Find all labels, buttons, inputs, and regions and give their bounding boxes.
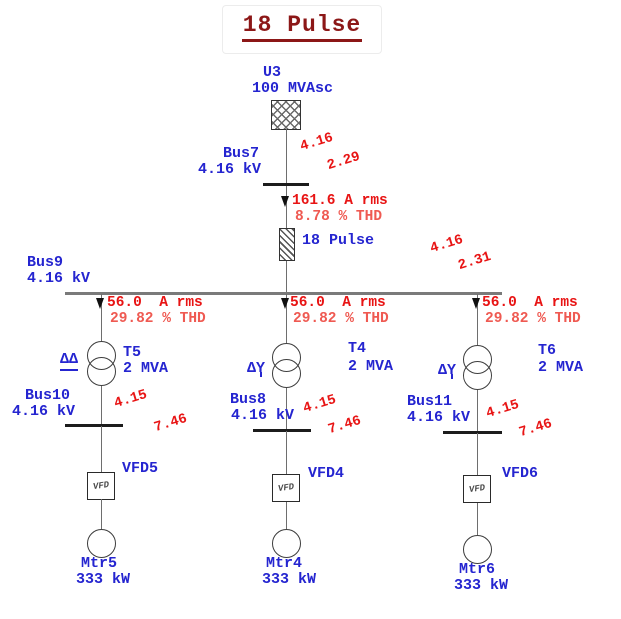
vfd4-inner-text: VFD	[277, 481, 295, 495]
branch3-flow-arrow-icon	[472, 298, 480, 309]
t5-name: T5	[123, 344, 142, 361]
branch3-line4	[476, 503, 478, 535]
mtr4-power: 333 kW	[262, 571, 317, 588]
branch2-line	[285, 294, 287, 343]
bus11-bar[interactable]	[443, 431, 502, 434]
mtr5-power: 333 kW	[76, 571, 131, 588]
bus9-kv: 4.16 kV	[27, 270, 91, 287]
18pulse-device-label: 18 Pulse	[302, 232, 375, 249]
diagram-title-box: 18 Pulse	[222, 5, 382, 54]
t6-winding-config: ΔY	[438, 362, 457, 379]
bus10-kv: 4.16 kV	[12, 403, 76, 420]
branch2-line4	[285, 502, 287, 529]
bus7-voltage-value: 4.16	[298, 129, 336, 155]
branch1-line	[100, 294, 102, 341]
bus10-angle-value: 7.46	[152, 410, 190, 436]
source-name: U3	[263, 64, 282, 81]
branch3-line	[476, 294, 478, 345]
mtr6-power: 333 kW	[454, 577, 509, 594]
bus9-angle-value: 2.31	[456, 248, 494, 274]
feeder-line-lower	[285, 261, 287, 294]
t5-winding-config: ΔΔ	[60, 352, 79, 371]
bus11-kv: 4.16 kV	[407, 409, 471, 426]
branch3-line2	[476, 390, 478, 431]
mtr5-name: Mtr5	[81, 555, 118, 572]
vfd6-symbol[interactable]: VFD	[463, 475, 491, 503]
t6-rating: 2 MVA	[538, 359, 584, 376]
bus7-angle-value: 2.29	[325, 148, 363, 174]
branch3-current: 56.0 A rms	[482, 295, 578, 311]
bus10-bar[interactable]	[65, 424, 123, 427]
t5-rating: 2 MVA	[123, 360, 169, 377]
branch3-line3	[476, 433, 478, 475]
feeder-line-upper	[285, 129, 287, 228]
branch2-line2	[285, 388, 287, 429]
branch1-thd: 29.82 % THD	[110, 311, 206, 327]
branch2-thd: 29.82 % THD	[293, 311, 389, 327]
motor-mtr6-symbol[interactable]	[462, 535, 492, 564]
mtr4-name: Mtr4	[266, 555, 303, 572]
bus7-kv: 4.16 kV	[198, 161, 262, 178]
vfd5-inner-text: VFD	[92, 479, 110, 493]
vfd4-symbol[interactable]: VFD	[272, 474, 300, 502]
feeder-current: 161.6 A rms	[292, 193, 388, 209]
t6-secondary-circle	[462, 361, 492, 390]
bus8-voltage-value: 4.15	[301, 391, 339, 417]
bus8-kv: 4.16 kV	[231, 407, 295, 424]
bus10-name: Bus10	[25, 387, 71, 404]
diagram-title: 18 Pulse	[241, 6, 363, 42]
bus10-voltage-value: 4.15	[112, 386, 150, 412]
mtr6-name: Mtr6	[459, 561, 496, 578]
motor-mtr4-symbol[interactable]	[271, 529, 301, 558]
bus8-name: Bus8	[230, 391, 267, 408]
bus9-name: Bus9	[27, 254, 64, 271]
bus8-bar[interactable]	[253, 429, 311, 432]
bus11-name: Bus11	[407, 393, 453, 410]
branch3-thd: 29.82 % THD	[485, 311, 581, 327]
bus9-voltage-value: 4.16	[428, 231, 466, 257]
branch2-current: 56.0 A rms	[290, 295, 386, 311]
branch1-current: 56.0 A rms	[107, 295, 203, 311]
branch1-line2	[100, 386, 102, 425]
t5-secondary-circle	[86, 357, 116, 386]
branch2-line3	[285, 431, 287, 474]
branch2-flow-arrow-icon	[281, 298, 289, 309]
source-rating: 100 MVAsc	[252, 80, 334, 97]
vfd6-label: VFD6	[502, 465, 539, 482]
bus8-angle-value: 7.46	[326, 412, 364, 438]
t6-name: T6	[538, 342, 557, 359]
vfd4-label: VFD4	[308, 465, 345, 482]
branch1-line4	[100, 499, 102, 529]
t4-winding-config: ΔY	[247, 360, 266, 377]
utility-source-symbol[interactable]	[271, 100, 301, 130]
bus7-name: Bus7	[223, 145, 260, 162]
branch1-flow-arrow-icon	[96, 298, 104, 309]
feeder-flow-arrow-icon	[281, 196, 289, 207]
vfd5-label: VFD5	[122, 460, 159, 477]
t4-rating: 2 MVA	[348, 358, 394, 375]
bus7-bar[interactable]	[263, 183, 309, 186]
branch1-line3	[100, 426, 102, 472]
18pulse-device-symbol[interactable]	[279, 228, 295, 261]
feeder-thd: 8.78 % THD	[295, 209, 383, 225]
t4-name: T4	[348, 340, 367, 357]
vfd5-symbol[interactable]: VFD	[87, 472, 115, 500]
vfd6-inner-text: VFD	[468, 482, 486, 496]
motor-mtr5-symbol[interactable]	[86, 529, 116, 558]
t4-secondary-circle	[271, 359, 301, 388]
bus11-voltage-value: 4.15	[484, 396, 522, 422]
bus9-bar[interactable]	[65, 292, 502, 295]
bus11-angle-value: 7.46	[517, 415, 555, 441]
